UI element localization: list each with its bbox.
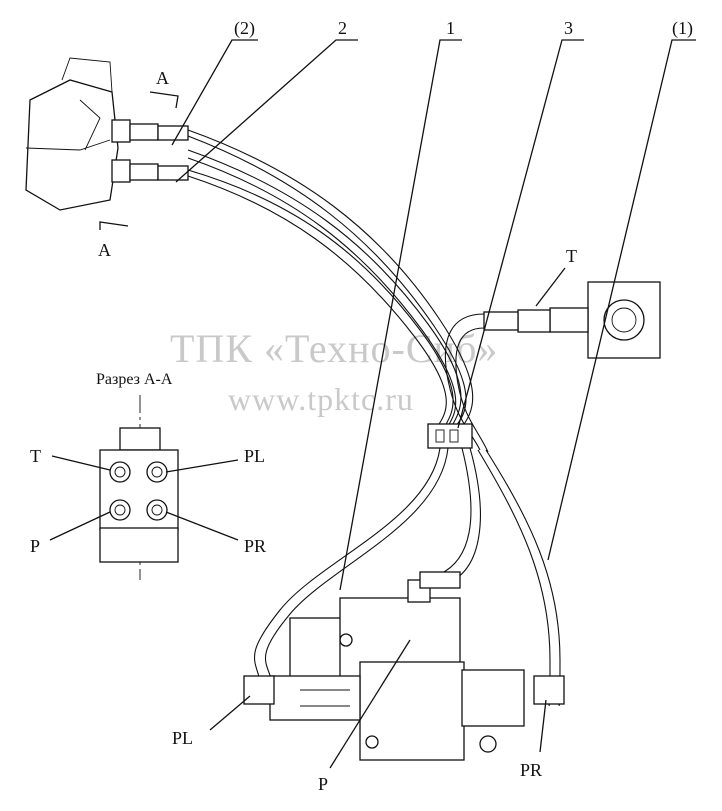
- section-a-a-inset: Разрез А-А T PL P PR: [30, 371, 266, 580]
- callout-3: 3: [564, 18, 573, 38]
- section-pl-label: PL: [244, 446, 265, 466]
- port-p-label: P: [318, 774, 328, 794]
- section-mark-a: A A: [98, 68, 179, 260]
- watermark-line1: ТПК «Техно-Сиб»: [170, 326, 498, 371]
- port-pl-label: PL: [172, 728, 193, 748]
- section-a-bottom-label: A: [98, 240, 111, 260]
- callout-1: 1: [446, 18, 455, 38]
- tank-port-block: T: [444, 246, 661, 453]
- callout-2-paren: (2): [234, 18, 255, 39]
- tank-t-label: T: [566, 246, 577, 266]
- watermark-line2: www.tpktc.ru: [228, 381, 414, 417]
- joystick-valve-block: [25, 57, 189, 211]
- junction-clamp: [427, 423, 473, 449]
- port-pr-label: PR: [520, 760, 542, 780]
- watermark: ТПК «Техно-Сиб» www.tpktc.ru: [170, 326, 498, 417]
- section-pr-label: PR: [244, 536, 266, 556]
- section-t-label: T: [30, 446, 41, 466]
- section-a-top-label: A: [156, 68, 169, 88]
- callout-leaders: (2) 2 1 3 (1): [171, 18, 696, 591]
- section-p-label: P: [30, 536, 40, 556]
- callout-2: 2: [338, 18, 347, 38]
- lower-port-labels: PL P PR: [172, 639, 547, 794]
- control-valve-assembly: [243, 571, 565, 761]
- section-title: Разрез А-А: [96, 371, 173, 388]
- callout-1-paren: (1): [672, 18, 693, 39]
